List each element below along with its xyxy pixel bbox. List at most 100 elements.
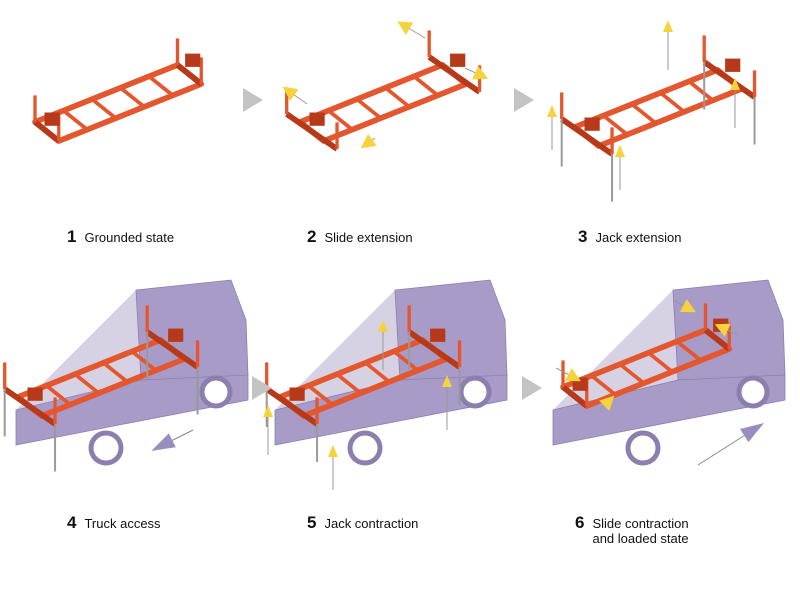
step-number: 2 bbox=[307, 227, 317, 246]
rear-beam bbox=[407, 329, 462, 370]
rack-crossbar bbox=[90, 97, 117, 120]
rear-beam bbox=[145, 329, 200, 370]
front-beam bbox=[265, 386, 319, 427]
rack-crossbar bbox=[590, 374, 617, 397]
rack-crossbar bbox=[73, 372, 100, 395]
truck-wheel bbox=[458, 375, 492, 409]
rack-crossbar bbox=[307, 384, 334, 407]
rack-crossbar bbox=[335, 372, 362, 395]
slide-arrow-icon bbox=[599, 395, 615, 411]
step-label: Truck access bbox=[84, 516, 161, 531]
step-number: 5 bbox=[307, 513, 317, 532]
truck-side-shade bbox=[16, 290, 141, 410]
rack-frame bbox=[572, 67, 745, 149]
step-3-caption: 3 Jack extension bbox=[578, 228, 681, 246]
step-3-svg bbox=[547, 20, 757, 202]
up-arrow-icon bbox=[263, 405, 273, 417]
up-arrow-icon bbox=[328, 445, 338, 457]
step-label: Grounded state bbox=[84, 230, 175, 245]
step-label: Slide extension bbox=[324, 230, 413, 245]
step-2-caption: 2 Slide extension bbox=[307, 228, 413, 246]
rack-crossbar bbox=[392, 349, 419, 372]
slide-arrow-icon bbox=[360, 134, 377, 149]
step-label: Jack extension bbox=[595, 230, 682, 245]
step-6-illustration bbox=[548, 279, 788, 490]
front-beam bbox=[3, 386, 57, 427]
rack-crossbar bbox=[327, 109, 354, 132]
truck-motion-shaft bbox=[697, 429, 754, 466]
truck-body bbox=[552, 374, 786, 446]
truck-side-shade bbox=[275, 290, 400, 410]
rack-crossbar bbox=[687, 79, 714, 102]
truck-wheel bbox=[347, 430, 383, 466]
separator-triangle-icon bbox=[243, 88, 263, 112]
rear-beam bbox=[702, 59, 757, 100]
rack-crossbar bbox=[45, 384, 72, 407]
jack-motor-box bbox=[289, 387, 305, 401]
step-1-svg bbox=[32, 38, 205, 144]
jack-motor-box bbox=[584, 117, 600, 131]
truck-wheel bbox=[88, 430, 124, 466]
jack-motor-box bbox=[27, 387, 43, 401]
step-5-illustration bbox=[263, 279, 510, 490]
separator-triangle-icon bbox=[252, 376, 272, 400]
up-arrow-icon bbox=[730, 78, 740, 90]
step-1-illustration bbox=[20, 38, 220, 190]
slide-arrow-icon bbox=[679, 299, 696, 313]
jack-motor-box bbox=[44, 112, 60, 126]
up-arrow-icon bbox=[663, 20, 673, 32]
rack-crossbar bbox=[62, 109, 89, 132]
step-5-svg bbox=[263, 279, 508, 490]
slide-arrow-icon bbox=[564, 368, 581, 382]
front-beam bbox=[560, 116, 614, 157]
rack-crossbar bbox=[147, 74, 174, 97]
step-number: 6 bbox=[575, 513, 585, 532]
slide-arrow-icon bbox=[714, 323, 731, 337]
rack-crossbar bbox=[659, 91, 686, 114]
jack-motor-box bbox=[309, 112, 325, 126]
rack-crossbar bbox=[384, 86, 411, 109]
truck-wheel bbox=[199, 375, 233, 409]
slide-arrow-icon bbox=[397, 21, 414, 35]
rack-crossbar bbox=[602, 114, 629, 137]
step-2-svg bbox=[282, 21, 489, 152]
up-arrow-icon bbox=[442, 375, 452, 387]
step-number: 3 bbox=[578, 227, 588, 246]
front-beam bbox=[561, 384, 589, 409]
front-beam bbox=[33, 119, 61, 144]
jack-motor-box bbox=[185, 53, 201, 67]
rack-crossbar bbox=[102, 361, 129, 384]
step-4-illustration bbox=[3, 279, 249, 490]
rear-beam bbox=[175, 62, 204, 87]
step-4-caption: 4 Truck access bbox=[67, 514, 161, 532]
step-number: 1 bbox=[67, 227, 77, 246]
separator-triangle-icon bbox=[522, 376, 542, 400]
up-arrow-icon bbox=[615, 145, 625, 157]
step-4-svg bbox=[3, 279, 249, 472]
rack-crossbar bbox=[355, 97, 382, 120]
step-3-illustration bbox=[540, 10, 780, 202]
rack-crossbar bbox=[364, 361, 391, 384]
jack-motor-box bbox=[430, 328, 446, 342]
jack-motor-box bbox=[450, 53, 466, 67]
jack-motor-box bbox=[168, 328, 184, 342]
truck-motion-arrow-icon bbox=[740, 423, 764, 443]
step-number: 4 bbox=[67, 513, 77, 532]
rack-crossbar bbox=[618, 362, 645, 385]
rack-crossbar bbox=[675, 339, 702, 362]
slide-arrow-icon bbox=[472, 66, 489, 80]
separator-triangle-icon bbox=[514, 88, 534, 112]
rack-crossbar bbox=[119, 86, 146, 109]
truck-motion-arrow-icon bbox=[151, 433, 176, 451]
step-label: Jack contraction bbox=[324, 516, 419, 531]
step-5-caption: 5 Jack contraction bbox=[307, 514, 418, 532]
step-6-svg bbox=[552, 279, 786, 466]
rear-beam bbox=[703, 327, 732, 352]
rear-beam bbox=[427, 54, 482, 95]
slide-arrow-icon bbox=[282, 86, 299, 101]
up-arrow-icon bbox=[547, 105, 557, 117]
rack-crossbar bbox=[130, 349, 157, 372]
truck-wheel bbox=[736, 375, 770, 409]
